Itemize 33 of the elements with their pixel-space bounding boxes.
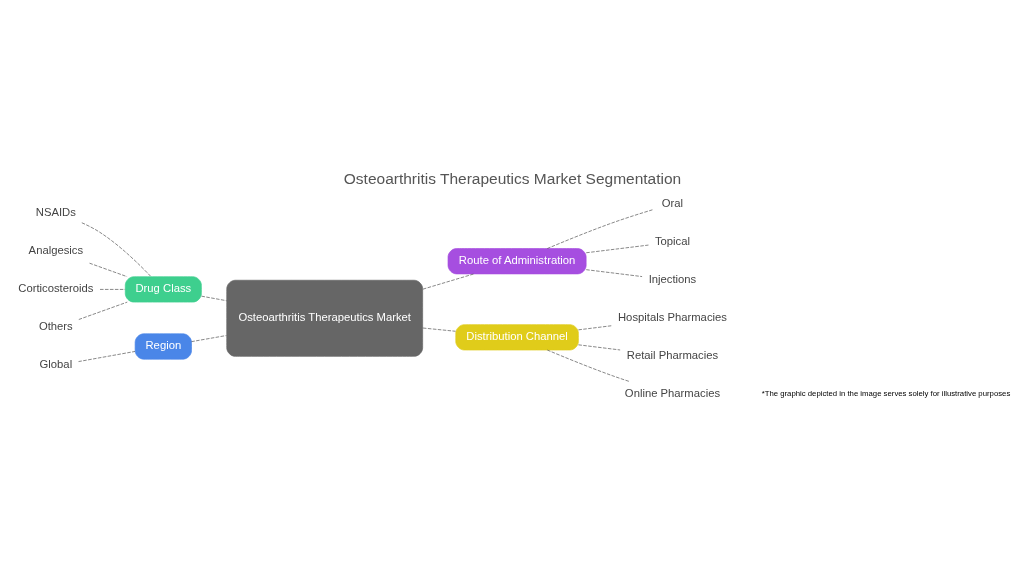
connector	[577, 344, 620, 351]
node-text: Injections	[648, 272, 696, 285]
node-text: Others	[38, 320, 73, 333]
connector	[585, 269, 642, 277]
node-text: Corticosteroids	[17, 282, 93, 295]
connector	[99, 289, 126, 290]
connector	[546, 209, 653, 249]
connector	[77, 301, 128, 320]
connector	[88, 262, 127, 277]
node-box: Distribution Channel	[454, 324, 579, 351]
node-text: Online Pharmacies	[624, 387, 720, 400]
node-text: Global	[39, 358, 72, 371]
node-box: Osteoarthritis Therapeutics Market	[225, 279, 423, 357]
connector	[422, 273, 474, 290]
node-text: Oral	[661, 196, 683, 209]
node-text: Analgesics	[28, 244, 83, 257]
connector	[585, 244, 649, 254]
connector	[200, 295, 227, 302]
node-text: Retail Pharmacies	[626, 349, 718, 362]
node-box: Drug Class	[124, 276, 202, 303]
node-text: NSAIDs	[35, 205, 76, 218]
node-box: Region	[134, 333, 192, 360]
connector	[77, 351, 135, 362]
node-box: Route of Administration	[447, 248, 586, 275]
connector	[80, 222, 151, 277]
node-text: Topical	[654, 234, 690, 247]
connector	[546, 349, 630, 382]
label: *The graphic depicted in the image serves solely for illustrative purposes	[761, 389, 1010, 399]
connector	[190, 335, 227, 342]
connector	[577, 325, 612, 331]
connector	[422, 327, 456, 332]
node-text: Hospitals Pharmacies	[617, 310, 727, 323]
diagram-title: Osteoarthritis Therapeutics Market Segmentation	[343, 170, 681, 188]
